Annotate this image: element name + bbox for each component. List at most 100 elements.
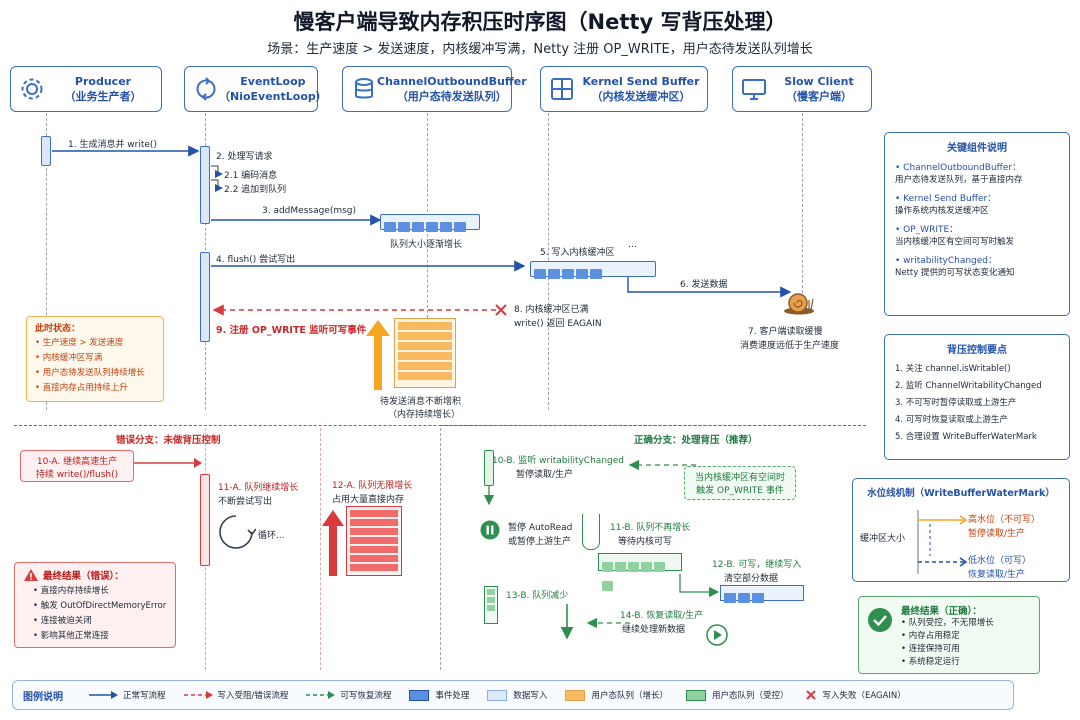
bp-item: 4. 可写时恢复读取或上游生产: [895, 415, 1008, 425]
legend-item: 写入受阻/错误流程: [217, 691, 289, 701]
wrong-branch-header: 错误分支：未做背压控制: [116, 435, 221, 446]
legend-item: 正常写流程: [123, 691, 166, 701]
legend-green-arrow-icon: [306, 691, 336, 699]
right-bracket: [582, 514, 600, 550]
pending-label-b: （内存持续增长）: [388, 410, 461, 420]
pause-label-b: 或暂停上游生产: [508, 537, 572, 547]
state-box-list: 生产速度 > 发送速度 内核缓冲区写满 用户态待发送队列持续增长 直接内存占用持…: [35, 336, 155, 396]
activation-wrong: [200, 474, 210, 566]
state-item: 用户态待发送队列持续增长: [35, 366, 155, 381]
step-2-1-label: 2.1 编码消息: [224, 171, 278, 181]
diagram-subtitle: 场景：生产速度 > 发送速度，内核缓冲写满，Netty 注册 OP_WRITE，…: [267, 42, 813, 57]
upper-arrows: [52, 145, 792, 316]
right-result-title: 最终结果（正确）：: [901, 606, 982, 617]
right-step-14b: 继续处理新数据: [622, 625, 686, 635]
warning-icon: [24, 569, 38, 581]
legend-title: 图例说明: [23, 691, 63, 703]
actor-eventloop: EventLoop（NioEventLoop）: [184, 66, 327, 112]
step-5-label: 5. 写入内核缓冲区: [540, 248, 615, 258]
memory-growth-arrow: [366, 320, 390, 390]
right-result-item: 连接保持可用: [901, 643, 994, 656]
state-box: 此时状态： 生产速度 > 发送速度 内核缓冲区写满 用户态待发送队列持续增长 直…: [26, 316, 164, 402]
legend-item: 可写恢复流程: [340, 691, 392, 701]
legend-item: 用户态队列（受控）: [711, 691, 789, 701]
right-step-12a: 12-B. 可写，继续写入: [712, 560, 802, 570]
legend-item: 事件处理: [435, 691, 470, 701]
right-branch-header: 正确分支：处理背压（推荐）: [634, 435, 758, 446]
lifeline-lower-3: [440, 428, 441, 670]
wrong-step-12b: 占用大量直接内存: [332, 495, 405, 505]
queue-growing-bar: [380, 214, 480, 232]
actor-label: ChannelOutboundBuffer（用户态待发送队列）: [377, 75, 527, 103]
right-arrows: [483, 459, 720, 640]
arrow-2-1: [211, 165, 223, 178]
state-item: 直接内存占用持续上升: [35, 381, 155, 396]
arrow-10a: [134, 458, 202, 468]
step-8b-label: write() 返回 EAGAIN: [514, 319, 602, 329]
branch-divider-right: [440, 425, 866, 426]
wrong-step-11b: 不断尝试写出: [218, 497, 273, 507]
right-result-item: 队列受控，不无限增长: [901, 617, 994, 630]
bp-item: 3. 不可写时暂停读取或上游生产: [895, 398, 1017, 408]
legend-data-swatch: [487, 689, 508, 701]
actor-label: Slow Client（慢客户端）: [784, 75, 854, 103]
right-step-11b: 等待内核可写: [618, 537, 673, 547]
wrong-result-item: 影响其他正常连接: [33, 629, 167, 644]
wrong-result-list: 直接内存持续增长 触发 OutOfDirectMemoryError 连接被迫关…: [23, 584, 167, 644]
activation-right-1: [484, 450, 494, 486]
step-7b-label: 消费速度远低于生产速度: [740, 341, 840, 351]
step-4-label: 4. flush() 尝试写出: [216, 255, 296, 265]
unbounded-queue-stack: [346, 506, 402, 576]
loop-label: 循环...: [258, 531, 285, 541]
lifeline-slow-client: [802, 113, 803, 293]
state-box-title: 此时状态：: [35, 324, 81, 334]
right-result-item: 内存占用稳定: [901, 630, 994, 643]
step-8a-label: 8. 内核缓冲区已满: [514, 305, 589, 315]
wrong-result-item: 连接被迫关闭: [33, 614, 167, 629]
watermark-lines: [917, 510, 968, 574]
wm-low-a: 低水位（可写）: [968, 556, 1032, 566]
loop-spinner-icon: [219, 515, 256, 549]
legend-growing-swatch: [565, 689, 586, 701]
grid-icon: [551, 78, 573, 100]
state-item: 内核缓冲区写满: [35, 351, 155, 366]
controlled-queue-bar: [598, 553, 682, 591]
wm-low-b: 恢复读取/生产: [968, 570, 1026, 580]
actor-kernel-buffer: Kernel Send Buffer（内核发送缓冲区）: [540, 66, 708, 112]
reduced-queue-stack: [484, 586, 498, 624]
pending-messages-stack: [394, 318, 456, 388]
right-step-14a: 14-B. 恢复读取/生产: [620, 611, 704, 621]
op-write-note: 当内核缓冲区有空间时 触发 OP_WRITE 事件: [684, 466, 796, 500]
right-result-list: 队列受控，不无限增长 内存占用稳定 连接保持可用 系统稳定运行: [901, 617, 994, 669]
key-panel-title: 关键组件说明: [947, 143, 1007, 154]
legend-item: 用户态队列（增长）: [591, 691, 668, 701]
actor-label: Kernel Send Buffer（内核发送缓冲区）: [582, 75, 700, 103]
legend-red-arrow-icon: [183, 691, 213, 699]
arrow-6: [627, 276, 792, 298]
diagram-title: 慢客户端导致内存积压时序图（Netty 写背压处理）: [293, 10, 787, 34]
legend-item: 数据写入: [513, 691, 548, 701]
right-step-10b: 暂停读取/生产: [516, 470, 574, 480]
kernel-buffer-bar: [530, 261, 656, 279]
actor-label: Producer（业务生产者）: [64, 75, 142, 103]
actor-producer: Producer（业务生产者）: [10, 66, 162, 112]
fail-x-icon: [495, 304, 507, 316]
step-9-label: 9. 注册 OP_WRITE 监听可写事件: [216, 325, 367, 336]
pending-label-a: 待发送消息不断增积: [380, 397, 462, 407]
gear-icon: [21, 78, 43, 100]
legend-event-swatch: [409, 689, 430, 701]
activation-eventloop-2: [200, 252, 210, 342]
right-step-11a: 11-B. 队列不再增长: [610, 523, 691, 533]
wm-axis-label: 缓冲区大小: [860, 534, 906, 544]
key-item: • writabilityChanged： Netty 提供的可写状态变化通知: [895, 256, 1015, 278]
loop-icon: [196, 77, 216, 101]
legend-bar: 图例说明 正常写流程 写入受阻/错误流程 可写恢复流程 事件处理 数据写入 用户…: [12, 680, 1014, 710]
actor-label: EventLoop（NioEventLoop）: [219, 75, 327, 103]
backpressure-panel: 背压控制要点 1. 关注 channel.isWritable() 2. 监听 …: [884, 334, 1070, 460]
step-7a-label: 7. 客户端读取缓慢: [748, 327, 823, 337]
step-1-label: 1. 生成消息并 write(): [68, 140, 157, 150]
snail-icon: [784, 293, 814, 315]
right-step-10a: 10-B. 监听 writabilityChanged: [492, 456, 624, 466]
bp-item: 2. 监听 ChannelWritabilityChanged: [895, 381, 1042, 391]
key-item: • Kernel Send Buffer： 操作系统内核发送缓冲区: [895, 194, 997, 216]
